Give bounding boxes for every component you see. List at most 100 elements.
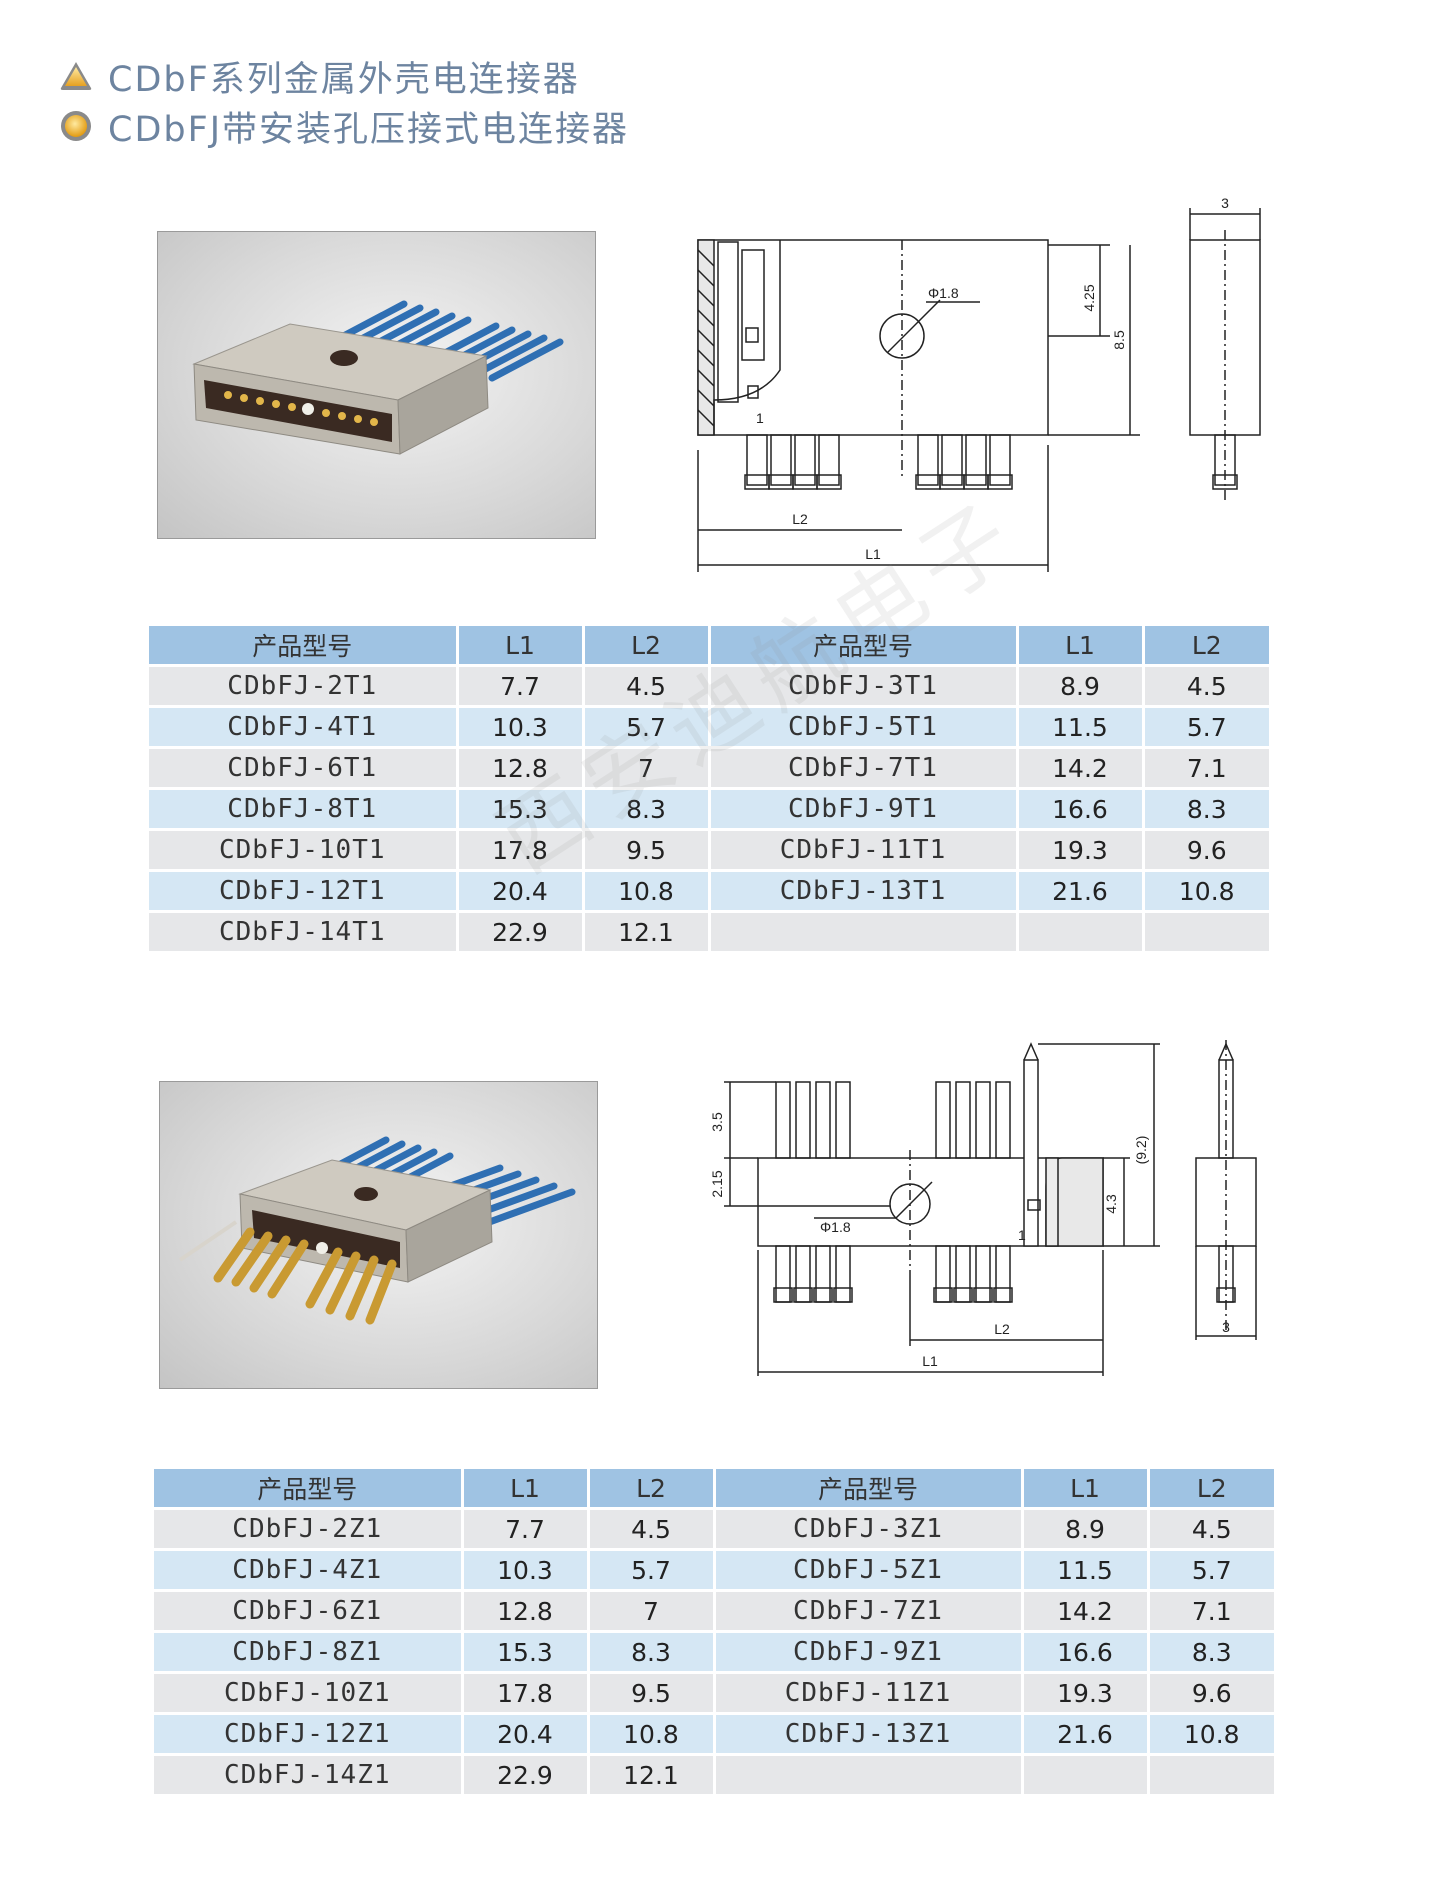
dim-85-label: 8.5 (1111, 330, 1127, 350)
model-cell: CDbFJ-2Z1 (154, 1507, 464, 1550)
dim-l2-label: L2 (994, 1321, 1010, 1337)
model-cell: CDbFJ-8T1 (149, 787, 459, 830)
l1-cell: 22.9 (462, 1753, 590, 1794)
model-cell: CDbFJ-11Z1 (714, 1671, 1024, 1714)
l1-cell: 21.6 (1022, 1712, 1150, 1755)
l1-cell: 7.7 (462, 1507, 590, 1550)
l1-cell: 14.2 (1017, 746, 1145, 789)
l2-cell: 7.1 (1143, 746, 1269, 789)
l1-cell: 20.4 (457, 869, 585, 912)
model-cell: CDbFJ-10Z1 (154, 1671, 464, 1714)
l2-cell: 7 (583, 746, 711, 789)
l1-cell: 15.3 (462, 1630, 590, 1673)
product-photo-z1 (159, 1081, 598, 1389)
column-header-l2: L2 (583, 626, 711, 666)
product-photo-t1 (157, 231, 596, 539)
model-cell: CDbFJ-7T1 (709, 746, 1019, 789)
l1-cell: 8.9 (1022, 1507, 1150, 1550)
l2-cell: 8.3 (1143, 787, 1269, 830)
l1-cell: 10.3 (462, 1548, 590, 1591)
dim-35-label: 3.5 (709, 1112, 725, 1132)
connector-z1-image (178, 1136, 576, 1325)
column-header-l2: L2 (1148, 1469, 1274, 1509)
l2-cell (1143, 910, 1269, 951)
model-cell: CDbFJ-5T1 (709, 705, 1019, 748)
circle-bullet-icon (61, 111, 91, 141)
l2-cell: 10.8 (583, 869, 711, 912)
technical-drawing-z1: 3.5 2.15 Φ1.8 (9.2) 4.3 1 L2 L1 3 (709, 1040, 1257, 1376)
model-cell: CDbFJ-9T1 (709, 787, 1019, 830)
l1-cell: 16.6 (1022, 1630, 1150, 1673)
l2-cell: 5.7 (588, 1548, 716, 1591)
model-cell: CDbFJ-6Z1 (154, 1589, 464, 1632)
dim-phi-label: Φ1.8 (928, 285, 959, 301)
l1-cell: 19.3 (1017, 828, 1145, 871)
l2-cell: 5.7 (1143, 705, 1269, 748)
model-cell: CDbFJ-4T1 (149, 705, 459, 748)
l2-cell: 4.5 (1148, 1507, 1274, 1550)
header-series-title-text: CDbF系列金属外壳电连接器 (108, 59, 580, 100)
l1-cell: 8.9 (1017, 664, 1145, 707)
model-cell (714, 1753, 1024, 1794)
dim-l2-label: L2 (792, 511, 808, 527)
column-header-l1: L1 (1017, 626, 1145, 666)
dim-43-label: 4.3 (1103, 1194, 1119, 1214)
l2-cell: 9.5 (583, 828, 711, 871)
triangle-bullet-icon (60, 62, 92, 90)
l1-cell: 22.9 (457, 910, 585, 951)
l2-cell: 12.1 (588, 1753, 716, 1794)
model-cell: CDbFJ-2T1 (149, 664, 459, 707)
model-cell: CDbFJ-13T1 (709, 869, 1019, 912)
l2-cell: 8.3 (1148, 1630, 1274, 1673)
l1-cell: 11.5 (1022, 1548, 1150, 1591)
l2-cell: 10.8 (588, 1712, 716, 1755)
column-header-l1: L1 (457, 626, 585, 666)
l2-cell: 4.5 (1143, 664, 1269, 707)
technical-drawing-t1: 3 Φ1.8 4.25 8.5 1 L2 L1 (697, 195, 1261, 572)
column-header-model: 产品型号 (709, 626, 1019, 666)
model-cell: CDbFJ-3Z1 (714, 1507, 1024, 1550)
dim-l1-label: L1 (865, 546, 881, 562)
column-header-l2: L2 (1143, 626, 1269, 666)
model-cell: CDbFJ-14Z1 (154, 1753, 464, 1794)
header-series-title: CDbF系列金属外壳电连接器 (58, 56, 580, 100)
l2-cell: 9.6 (1143, 828, 1269, 871)
model-cell: CDbFJ-3T1 (709, 664, 1019, 707)
l1-cell (1017, 910, 1145, 951)
dim-width-label: 3 (1222, 1319, 1230, 1335)
pin-1-label: 1 (756, 410, 764, 426)
l2-cell: 8.3 (588, 1630, 716, 1673)
model-cell: CDbFJ-7Z1 (714, 1589, 1024, 1632)
l2-cell: 8.3 (583, 787, 711, 830)
l1-cell: 15.3 (457, 787, 585, 830)
l1-cell: 14.2 (1022, 1589, 1150, 1632)
l1-cell: 17.8 (462, 1671, 590, 1714)
l1-cell (1022, 1753, 1150, 1794)
l1-cell: 20.4 (462, 1712, 590, 1755)
l1-cell: 11.5 (1017, 705, 1145, 748)
dim-215-label: 2.15 (709, 1170, 725, 1197)
dim-425-label: 4.25 (1081, 284, 1097, 311)
l1-cell: 12.8 (457, 746, 585, 789)
dim-92-label: (9.2) (1133, 1136, 1149, 1165)
l1-cell: 19.3 (1022, 1671, 1150, 1714)
l2-cell: 9.6 (1148, 1671, 1274, 1714)
l2-cell (1148, 1753, 1274, 1794)
model-cell: CDbFJ-13Z1 (714, 1712, 1024, 1755)
model-cell: CDbFJ-6T1 (149, 746, 459, 789)
dim-width-label: 3 (1221, 195, 1229, 211)
column-header-model: 产品型号 (149, 626, 459, 666)
